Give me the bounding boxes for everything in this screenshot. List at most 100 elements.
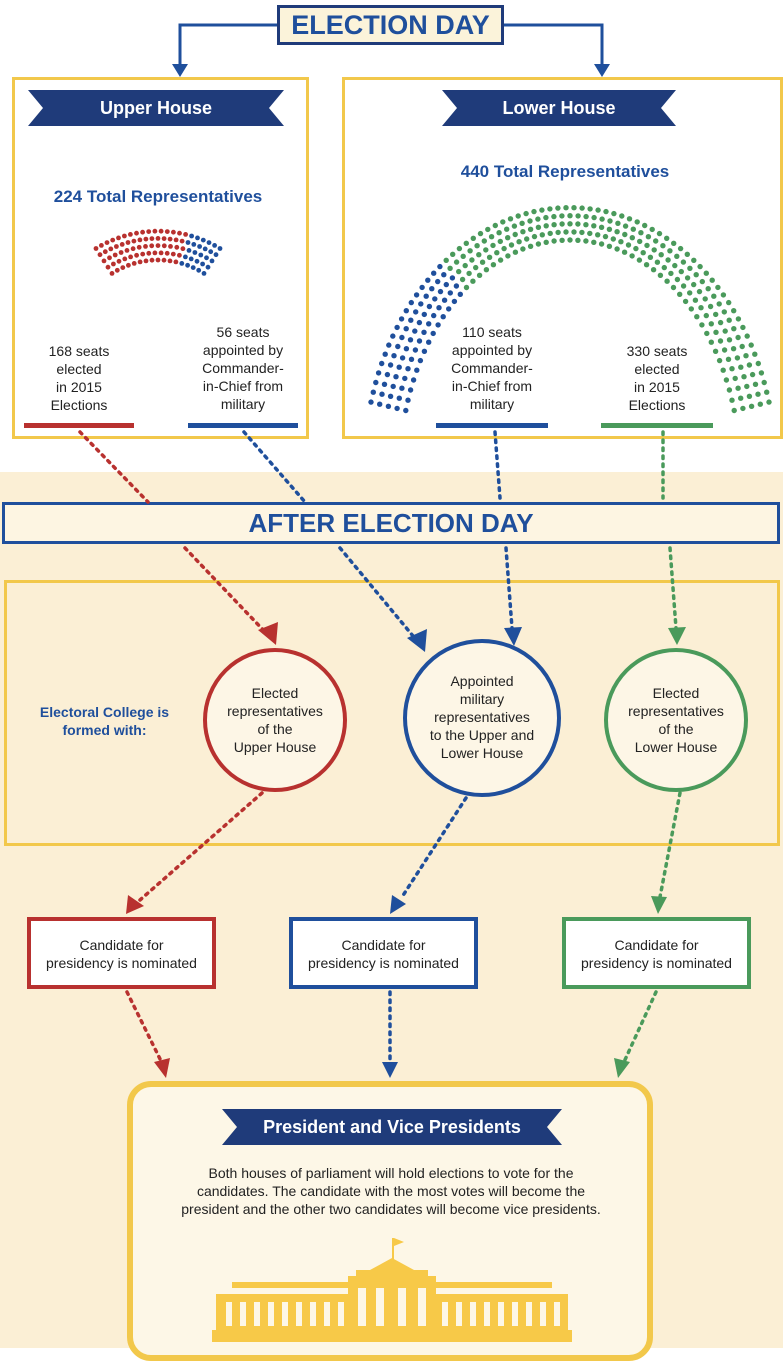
seat-dot: [112, 252, 118, 258]
seat-dot: [543, 239, 549, 245]
seat-dot: [437, 288, 444, 295]
seat-dot: [567, 237, 573, 243]
seat-dot: [412, 328, 418, 334]
upper-house-panel: [12, 77, 309, 439]
seat-dot: [739, 343, 745, 350]
seat-dot: [735, 385, 741, 391]
seat-dot: [137, 259, 143, 265]
seat-dot: [403, 407, 409, 414]
text-line: Lower House: [634, 739, 718, 755]
seat-dot: [741, 374, 747, 380]
seat-dot: [703, 270, 709, 276]
seat-dot: [647, 254, 654, 260]
text-line: representatives: [628, 703, 724, 719]
seat-dot: [629, 235, 635, 241]
upper-elected-seats-text: 168 seats elected in 2015 Elections: [24, 342, 134, 414]
seat-dot: [212, 243, 218, 248]
seat-dot: [125, 240, 131, 245]
seat-dot: [599, 216, 605, 222]
seat-dot: [373, 379, 379, 386]
seat-dot: [496, 230, 502, 236]
seat-dot: [179, 261, 185, 266]
seat-dot: [417, 357, 424, 364]
text-line: military: [220, 396, 266, 412]
text-line: Candidate for: [341, 937, 426, 953]
seat-dot: [173, 259, 179, 265]
seat-dot: [717, 338, 724, 344]
seat-dot: [127, 232, 133, 237]
seat-dot: [622, 231, 628, 238]
seat-dot: [426, 303, 433, 310]
text-line: in 2015: [56, 379, 102, 395]
seat-dot: [177, 230, 182, 236]
seat-dot: [693, 272, 699, 278]
seat-dot: [122, 233, 127, 239]
arrow-head-green-3: [614, 1058, 630, 1078]
seat-dot: [457, 291, 463, 297]
seat-dot: [473, 264, 479, 271]
seat-dot: [119, 242, 125, 247]
seat-dot: [687, 290, 693, 296]
seat-dot: [466, 270, 472, 277]
seat-dot: [543, 223, 549, 229]
seat-dot: [738, 364, 744, 370]
upper-elected-connector: [78, 430, 270, 637]
seat-dot: [563, 205, 569, 211]
seat-dot: [426, 321, 432, 327]
seat-dot: [188, 256, 194, 262]
seat-dot: [740, 324, 746, 331]
seat-dot: [682, 298, 689, 305]
seat-dot: [407, 337, 414, 343]
seat-dot: [381, 381, 388, 387]
seat-dot: [720, 292, 727, 298]
text-line: Appointed: [450, 673, 514, 689]
upper-elected-bar: [24, 423, 134, 428]
seat-dot: [583, 213, 589, 220]
seat-dot: [748, 403, 755, 409]
seat-dot: [642, 222, 648, 229]
seat-dot: [396, 364, 402, 370]
seat-dot: [441, 297, 448, 303]
seat-dot: [547, 206, 553, 212]
arrow-head-red-2: [126, 895, 144, 914]
seat-dot: [206, 240, 212, 246]
seat-dot: [443, 281, 449, 288]
seat-dot: [408, 356, 415, 362]
seat-dot: [196, 267, 202, 273]
seat-dot: [615, 220, 621, 226]
lower-house-seat-arc: [368, 205, 772, 414]
seat-dot: [174, 244, 180, 250]
seat-dot: [107, 255, 112, 261]
seat-dot: [598, 224, 605, 230]
text-line: appointed by: [451, 342, 533, 358]
lower-appointed-seats-text: 110 seats appointed by Commander- in-Chi…: [432, 323, 552, 413]
seat-dot: [657, 272, 664, 278]
seat-dot: [579, 229, 585, 236]
seat-dot: [405, 366, 411, 372]
seat-dot: [587, 206, 593, 212]
seat-dot: [637, 238, 643, 245]
seat-dot: [183, 232, 189, 237]
building-windows: [226, 1288, 560, 1326]
arrow-head-red-1: [258, 622, 278, 645]
seat-dot: [479, 259, 486, 265]
seat-dot: [189, 233, 195, 239]
seat-dot: [697, 263, 703, 270]
seat-dot: [453, 259, 460, 265]
seat-dot: [164, 229, 170, 235]
seat-dot: [547, 230, 553, 237]
seat-dot: [731, 326, 737, 332]
text-line: Both houses of parliament will hold elec…: [208, 1165, 574, 1181]
arrow-head-green-2: [651, 896, 667, 914]
seat-dot: [183, 254, 188, 260]
seat-dot: [645, 234, 652, 240]
seat-dot: [691, 281, 697, 288]
seat-dot: [713, 311, 719, 318]
seat-dot: [511, 223, 518, 229]
seat-dot: [721, 309, 727, 315]
seat-dot: [614, 229, 620, 235]
seat-dot: [684, 251, 690, 257]
seat-dot: [161, 243, 167, 249]
seat-dot: [430, 330, 436, 337]
seat-dot: [490, 262, 497, 268]
